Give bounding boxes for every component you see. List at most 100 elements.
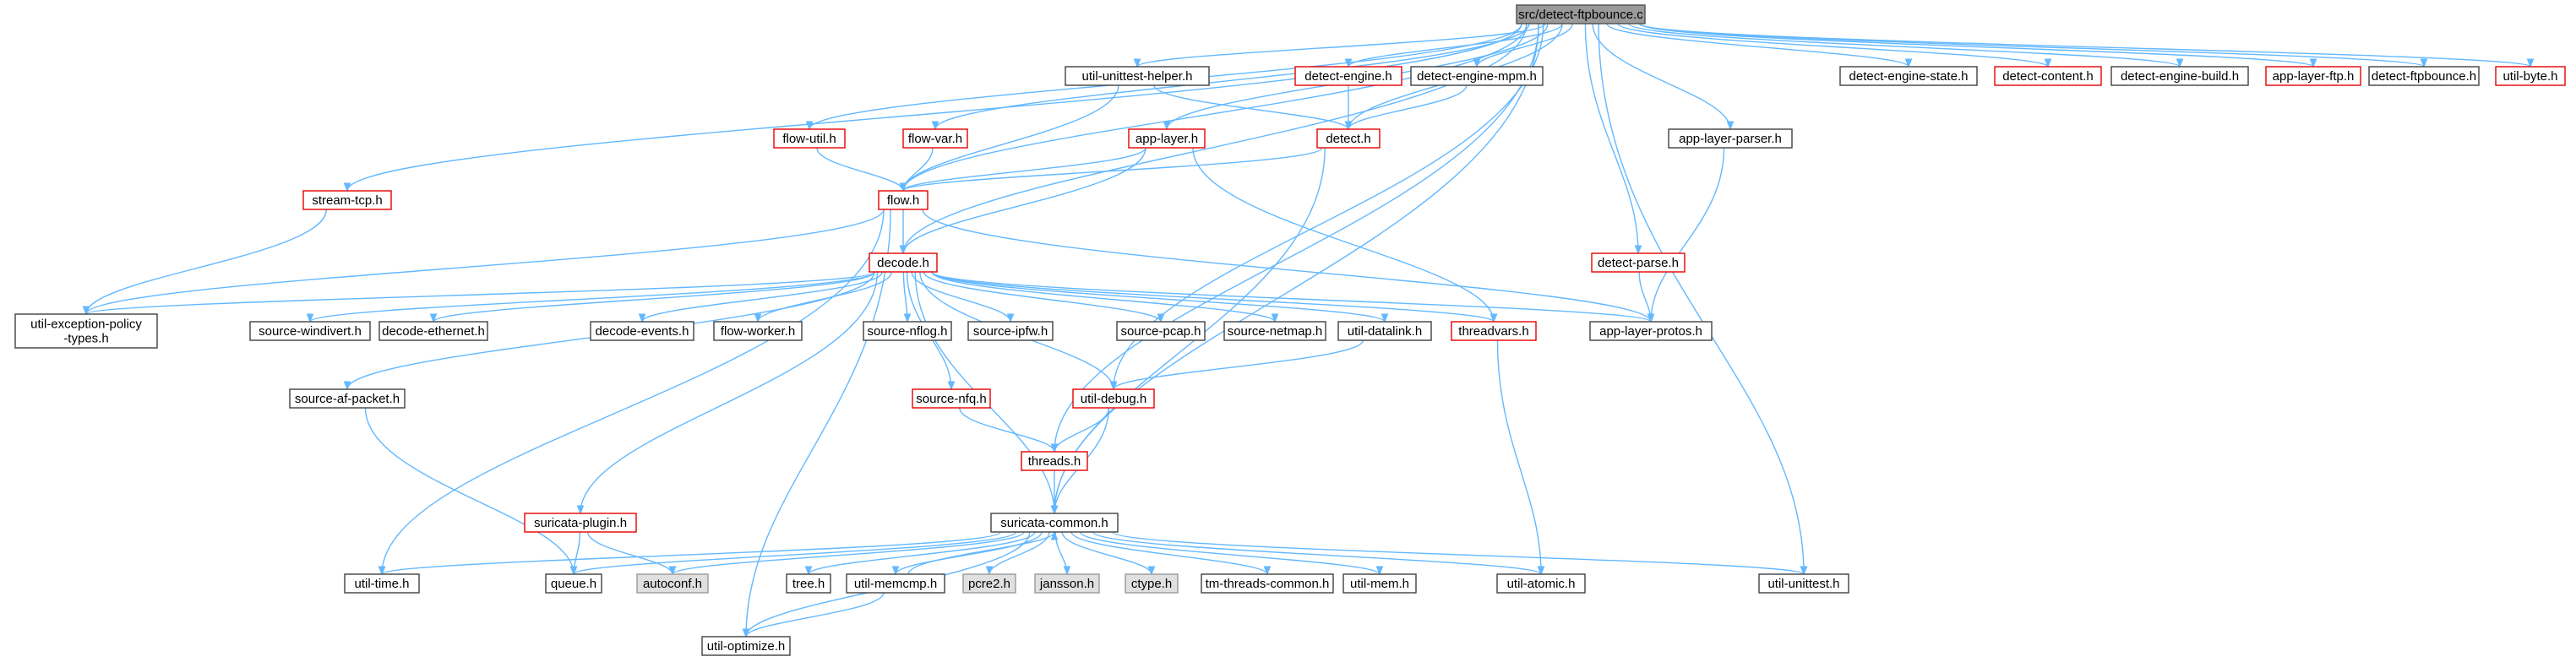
node-tm-threads-common[interactable]: tm-threads-common.h xyxy=(1201,573,1334,594)
node-detect-engine-mpm[interactable]: detect-engine-mpm.h xyxy=(1410,66,1544,86)
node-util-mem[interactable]: util-mem.h xyxy=(1342,573,1417,594)
node-flow-util[interactable]: flow-util.h xyxy=(773,128,846,149)
edge-root-to-flow-var xyxy=(931,23,1530,131)
node-jansson[interactable]: jansson.h xyxy=(1034,573,1100,594)
node-source-ipfw[interactable]: source-ipfw.h xyxy=(967,321,1054,341)
node-detect-engine-state[interactable]: detect-engine-state.h xyxy=(1839,66,1978,86)
node-label: source-pcap.h xyxy=(1120,324,1201,339)
node-decode[interactable]: decode.h xyxy=(869,252,938,273)
node-label: detect.h xyxy=(1326,132,1370,146)
nodes-layer: src/detect-ftpbounce.c stream-tcp.h flow-u… xyxy=(14,4,2566,656)
edge-arrowhead xyxy=(1063,566,1071,576)
node-detect-content[interactable]: detect-content.h xyxy=(1994,66,2102,86)
node-util-unittest-helper[interactable]: util-unittest-helper.h xyxy=(1065,66,1210,86)
edge-arrowhead xyxy=(2309,58,2317,68)
node-app-layer-parser[interactable]: app-layer-parser.h xyxy=(1668,128,1793,149)
node-decode-ethernet[interactable]: decode-ethernet.h xyxy=(379,321,488,341)
edge-arrowhead xyxy=(2044,58,2052,68)
node-label: queue.h xyxy=(551,577,596,591)
node-threadvars[interactable]: threadvars.h xyxy=(1451,321,1537,341)
node-stream-tcp[interactable]: stream-tcp.h xyxy=(302,190,392,210)
edge-arrowhead xyxy=(668,566,677,576)
node-label: source-windivert.h xyxy=(259,324,362,339)
node-detect-engine-build[interactable]: detect-engine-build.h xyxy=(2110,66,2249,86)
node-source-pcap[interactable]: source-pcap.h xyxy=(1116,321,1206,341)
edge-arrowhead xyxy=(1050,443,1059,453)
node-flow[interactable]: flow.h xyxy=(878,190,929,210)
node-detect-engine[interactable]: detect-engine.h xyxy=(1294,66,1402,86)
node-box xyxy=(1125,573,1179,594)
node-flow-var[interactable]: flow-var.h xyxy=(902,128,968,149)
node-box xyxy=(1294,66,1402,86)
edge-root-to-app-layer-parser xyxy=(1592,23,1735,131)
node-suricata-common[interactable]: suricata-common.h xyxy=(990,513,1119,533)
node-root[interactable]: src/detect-ftpbounce.c xyxy=(1516,4,1646,24)
node-label: util-time.h xyxy=(354,577,409,591)
edge-arrowhead xyxy=(1263,566,1272,576)
node-util-time[interactable]: util-time.h xyxy=(344,573,420,594)
edge-line xyxy=(931,271,1276,323)
node-app-layer[interactable]: app-layer.h xyxy=(1128,128,1206,149)
edge-line xyxy=(923,271,1162,323)
edge-line xyxy=(1496,339,1542,575)
node-util-byte[interactable]: util-byte.h xyxy=(2495,66,2566,86)
node-source-netmap[interactable]: source-netmap.h xyxy=(1223,321,1326,341)
edge-arrowhead xyxy=(378,566,386,576)
node-util-optimize[interactable]: util-optimize.h xyxy=(701,636,791,656)
node-detect[interactable]: detect.h xyxy=(1316,128,1381,149)
node-box xyxy=(1668,128,1793,149)
edge-line xyxy=(1650,147,1725,323)
node-threads[interactable]: threads.h xyxy=(1021,451,1088,471)
node-app-layer-protos[interactable]: app-layer-protos.h xyxy=(1589,321,1713,341)
node-autoconf[interactable]: autoconf.h xyxy=(636,573,709,594)
edge-line xyxy=(381,531,1002,575)
node-source-windivert[interactable]: source-windivert.h xyxy=(249,321,371,341)
node-detect-parse[interactable]: detect-parse.h xyxy=(1591,252,1686,273)
edge-line xyxy=(902,23,1528,192)
node-label: autoconf.h xyxy=(643,577,702,591)
node-util-exception-policy-types[interactable]: util-exception-policy-types.h xyxy=(14,313,158,349)
edge-arrowhead xyxy=(1163,121,1171,131)
node-label: app-layer-protos.h xyxy=(1599,324,1702,339)
edge-line xyxy=(1054,407,1110,453)
node-box xyxy=(1516,4,1646,24)
edge-arrowhead xyxy=(899,182,907,193)
edge-arrowhead xyxy=(429,313,438,323)
node-util-debug[interactable]: util-debug.h xyxy=(1072,388,1155,409)
edge-line xyxy=(1617,23,2049,68)
node-decode-events[interactable]: decode-events.h xyxy=(590,321,694,341)
edge-root-to-detect-engine xyxy=(1344,23,1563,68)
edge-source-af-packet-to-queue xyxy=(364,407,578,576)
node-source-nfq[interactable]: source-nfq.h xyxy=(912,388,991,409)
node-label: util-exception-policy xyxy=(30,317,142,332)
edge-line xyxy=(85,209,885,315)
edge-arrowhead xyxy=(947,381,956,391)
node-label: source-af-packet.h xyxy=(295,392,400,406)
edge-line xyxy=(346,23,1522,192)
node-flow-worker[interactable]: flow-worker.h xyxy=(713,321,803,341)
node-label: pcre2.h xyxy=(968,577,1010,591)
node-box xyxy=(1589,321,1713,341)
node-queue[interactable]: queue.h xyxy=(545,573,602,594)
node-tree[interactable]: tree.h xyxy=(786,573,831,594)
node-pcre2[interactable]: pcre2.h xyxy=(962,573,1016,594)
node-label: threadvars.h xyxy=(1458,324,1528,339)
node-detect-ftpbounce[interactable]: detect-ftpbounce.h xyxy=(2368,66,2480,86)
edge-app-layer-to-decode xyxy=(899,147,1146,255)
edge-root-to-stream-tcp xyxy=(343,23,1522,193)
edge-app-layer-to-flow xyxy=(899,147,1146,193)
node-source-af-packet[interactable]: source-af-packet.h xyxy=(289,388,406,409)
node-ctype[interactable]: ctype.h xyxy=(1125,573,1179,594)
node-source-nflog[interactable]: source-nflog.h xyxy=(863,321,952,341)
node-util-atomic[interactable]: util-atomic.h xyxy=(1496,573,1586,594)
node-util-datalink[interactable]: util-datalink.h xyxy=(1337,321,1432,341)
node-util-memcmp[interactable]: util-memcmp.h xyxy=(846,573,945,594)
node-suricata-plugin[interactable]: suricata-plugin.h xyxy=(524,513,637,533)
node-label: source-nfq.h xyxy=(916,392,986,406)
node-label: jansson.h xyxy=(1039,577,1094,591)
node-label: util-unittest.h xyxy=(1767,577,1839,591)
node-app-layer-ftp[interactable]: app-layer-ftp.h xyxy=(2265,66,2361,86)
node-util-unittest[interactable]: util-unittest.h xyxy=(1758,573,1849,594)
node-box xyxy=(1994,66,2102,86)
edge-arrowhead xyxy=(343,182,351,193)
